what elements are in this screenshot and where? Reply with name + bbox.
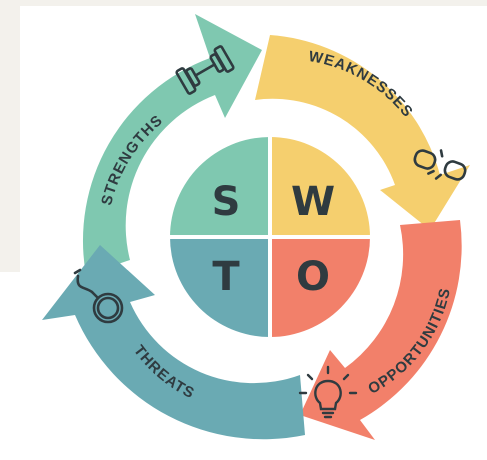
broken-chain-icon (413, 149, 467, 181)
center-quadrant-circle (170, 137, 370, 337)
letter-s: S (212, 179, 241, 225)
quadrant-threats (170, 237, 270, 337)
bomb-icon (73, 268, 124, 324)
letter-o: O (296, 254, 330, 300)
ring-segment-strengths (82, 14, 262, 275)
ring-segment-opportunities (300, 220, 462, 440)
quadrant-opportunities (270, 237, 370, 337)
quadrant-weaknesses (270, 137, 370, 237)
dumbbell-icon (175, 45, 235, 95)
letter-t: T (212, 254, 240, 300)
quadrant-strengths (170, 137, 270, 237)
ring-segment-weaknesses (255, 35, 470, 230)
letter-w: W (291, 179, 335, 225)
lightbulb-icon (298, 365, 358, 419)
